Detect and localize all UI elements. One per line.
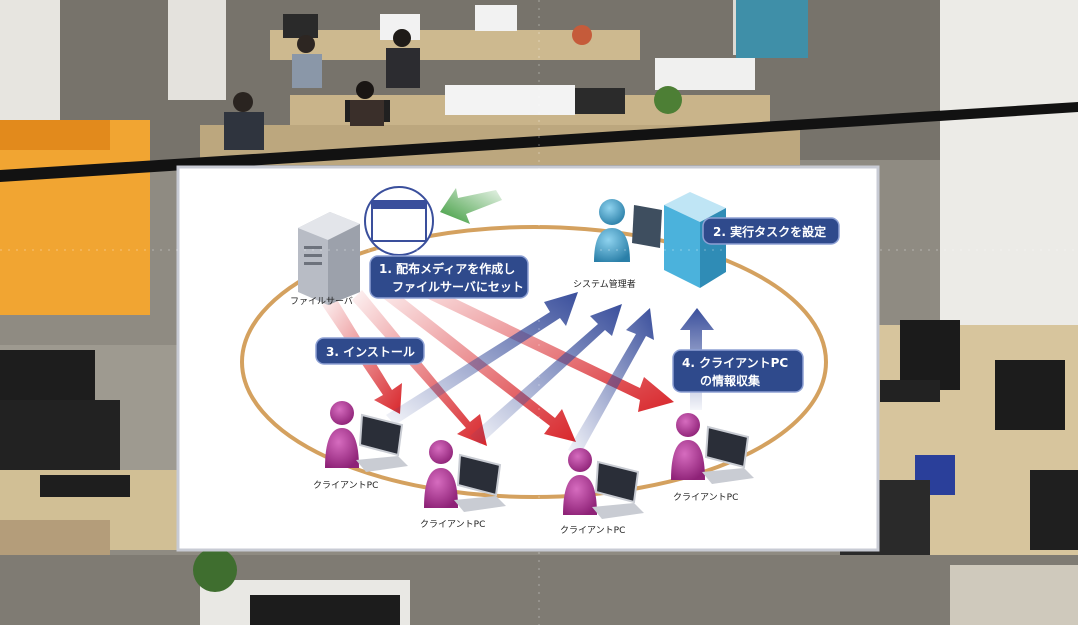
client-label-1: クライアントPC bbox=[313, 480, 378, 491]
client-head bbox=[429, 440, 453, 464]
client-label-2: クライアントPC bbox=[420, 519, 485, 530]
client-body bbox=[325, 428, 359, 468]
step1-line2: ファイルサーバにセット bbox=[392, 280, 524, 294]
step1-line1: 1. 配布メディアを作成し bbox=[379, 261, 515, 276]
admin-monitor bbox=[632, 205, 662, 248]
client-label-4: クライアントPC bbox=[673, 492, 738, 503]
laptop-icon bbox=[594, 460, 640, 504]
collect-arrows bbox=[386, 292, 714, 455]
network-diagram: ファイルサーバ 1. 配布メディアを作成し ファイルサーバにセット システム管理… bbox=[176, 165, 880, 552]
client-head bbox=[330, 401, 354, 425]
client-body bbox=[671, 440, 705, 480]
callout-step2: 2. 実行タスクを設定 bbox=[702, 217, 840, 245]
laptop-icon bbox=[704, 425, 750, 469]
red-arrow-2 bbox=[352, 290, 487, 446]
client-head bbox=[676, 413, 700, 437]
admin-head bbox=[599, 199, 625, 225]
client-head bbox=[568, 448, 592, 472]
loop-ellipse bbox=[240, 225, 828, 499]
step4-line2: の情報収集 bbox=[700, 373, 761, 388]
client-label-3: クライアントPC bbox=[560, 525, 625, 536]
step4-line1: 4. クライアントPC bbox=[682, 356, 788, 370]
client-pc-1 bbox=[325, 401, 408, 472]
laptop-icon bbox=[456, 453, 502, 497]
blue-arrow-3 bbox=[568, 308, 654, 455]
laptop-icon bbox=[358, 413, 404, 457]
callout-step1: 1. 配布メディアを作成し ファイルサーバにセット bbox=[369, 255, 529, 299]
svg-text:2. 実行タスクを設定: 2. 実行タスクを設定 bbox=[713, 224, 826, 239]
admin-body bbox=[594, 228, 630, 262]
red-arrow-4 bbox=[395, 272, 674, 412]
file-server-label: ファイルサーバ bbox=[290, 296, 353, 307]
green-arrow bbox=[440, 188, 502, 224]
client-body bbox=[424, 468, 458, 508]
file-server bbox=[298, 212, 360, 305]
client-pc-4 bbox=[671, 413, 754, 484]
admin-tower bbox=[664, 205, 700, 288]
blue-arrow-2 bbox=[470, 304, 622, 445]
client-pc-2 bbox=[424, 440, 506, 512]
media-window bbox=[364, 186, 434, 256]
svg-text:3. インストール: 3. インストール bbox=[326, 345, 415, 359]
callout-step4: 4. クライアントPC の情報収集 bbox=[672, 349, 804, 393]
blue-arrow-1 bbox=[386, 292, 578, 425]
client-body bbox=[563, 475, 597, 515]
callout-step3: 3. インストール bbox=[315, 337, 425, 365]
admin-label: システム管理者 bbox=[573, 278, 636, 290]
client-pc-3 bbox=[563, 448, 644, 519]
